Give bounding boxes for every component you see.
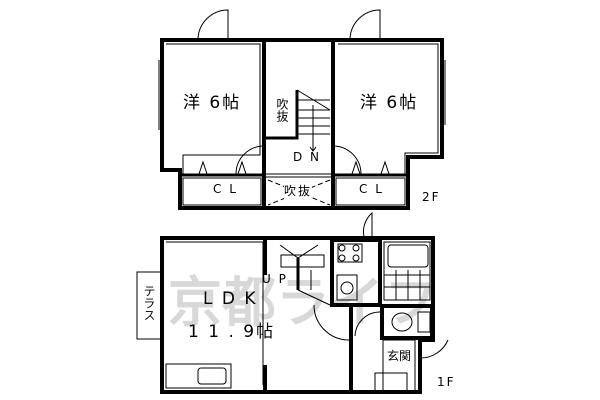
stairs-up-label: U P bbox=[262, 272, 288, 286]
2f-outer-wall bbox=[160, 38, 444, 210]
room-label-closet-left: C L bbox=[213, 182, 238, 196]
floor-label-2f: 2F bbox=[422, 190, 441, 204]
room-label-entrance: 玄関 bbox=[387, 349, 412, 363]
room-size-ldk: 1 1 . 9帖 bbox=[188, 322, 276, 342]
room-label-closet-right: C L bbox=[359, 182, 384, 196]
room-label-west-bedroom: 洋 6帖 bbox=[183, 93, 242, 113]
room-label-void-upper: 吹抜 bbox=[275, 98, 289, 122]
room-label-terrace: テラス bbox=[142, 285, 156, 321]
watermark: 京都ライフ bbox=[168, 271, 438, 334]
room-label-ldk: L D K bbox=[203, 289, 258, 309]
stairs-down-label: D N bbox=[293, 150, 322, 164]
floor-label-1f: 1F bbox=[437, 375, 456, 389]
room-label-east-bedroom: 洋 6帖 bbox=[360, 93, 419, 113]
room-label-void-lower: 吹抜 bbox=[284, 182, 313, 199]
